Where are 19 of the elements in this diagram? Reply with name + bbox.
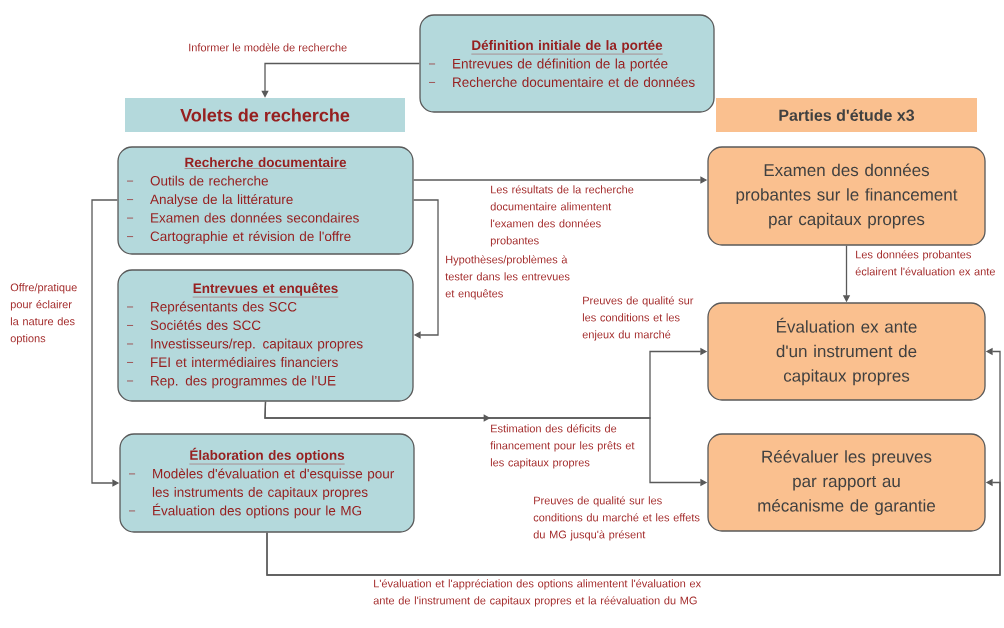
edge-label: Offre/pratique pour éclairer la nature des options bbox=[10, 283, 77, 345]
edge-label: Informer le modèle de recherche bbox=[189, 43, 347, 52]
section-band: Parties d'étude x3 bbox=[716, 98, 977, 132]
process-box: Définition initiale de la portée Entrevues de définition de la portée Recherche documentaire et de données bbox=[419, 14, 715, 113]
edge-label: Les résultats de la recherche documentaire alimentent l'examen des données probantes bbox=[490, 185, 634, 247]
edge-label: Hypothèses/problèmes à tester dans les entrevues et enquêtes bbox=[445, 255, 570, 300]
process-box: Recherche documentaire Outils de recherche Analyse de la littérature Examen des données secondaires Cartographie et révision de l'offre bbox=[117, 146, 414, 255]
process-box: Entrevues et enquêtes Représentants des SCC Sociétés des SCC Investisseurs/rep. capitaux propres FEI et intermédiaires financiers Rep. des programmes de l’UE bbox=[117, 269, 414, 402]
study-box: Examen des données probantes sur le financement par capitaux propres bbox=[707, 146, 986, 246]
edge-label: Les données probantes éclairent l'évaluation ex ante bbox=[855, 250, 995, 276]
edge-label: L'évaluation et l'appréciation des options alimentent l'évaluation ex ante de l'instrument de capitaux propres et la réévaluation du MG bbox=[373, 579, 701, 607]
study-box: Réévaluer les preuves par rapport au mécanisme de garantie bbox=[707, 433, 986, 532]
arrow bbox=[413, 199, 439, 339]
edge-label: Preuves de qualité sur les conditions du marché et les effets du MG jusqu'à présent bbox=[533, 496, 700, 541]
process-box: Élaboration des options Modèles d'évaluation et d'esquisse pour les instruments de capitaux propres Évaluation des options pour le MG bbox=[119, 433, 415, 533]
note-text: Estimation des déficits de financement pour les prêts et les capitaux propres bbox=[490, 424, 635, 469]
study-box: Évaluation ex ante d'un instrument de capitaux propres bbox=[707, 302, 986, 401]
section-band: Volets de recherche bbox=[125, 98, 405, 132]
edge-label: Preuves de qualité sur les conditions et les enjeux du marché bbox=[582, 296, 694, 341]
